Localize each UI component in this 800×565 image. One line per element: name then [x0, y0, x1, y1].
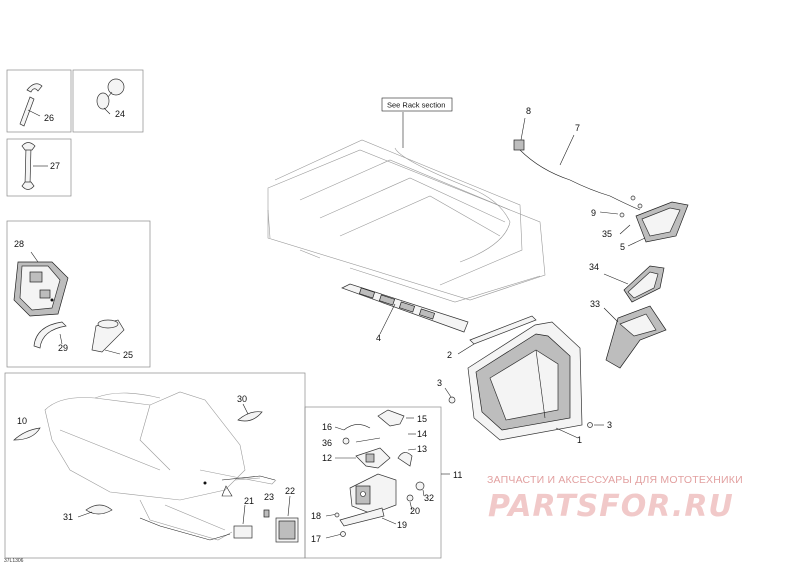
strap-icon [33, 321, 67, 349]
snowmobile-outline [44, 391, 277, 541]
callout-3: 3 [437, 378, 442, 388]
svg-text:See Rack section: See Rack section [387, 101, 445, 110]
taillight-icon [599, 195, 689, 247]
inset-box-reflector [72, 69, 144, 133]
callout-20: 20 [410, 506, 420, 516]
bumper-bracket-icon [603, 265, 667, 369]
inset-box-vehicle [4, 372, 306, 559]
spanner-wrench-icon [19, 83, 43, 127]
open-end-wrench-icon [21, 142, 48, 190]
watermark-tagline: ЗАПЧАСТИ И АКСЕССУАРЫ ДЛЯ МОТОТЕХНИКИ [487, 474, 743, 486]
callout-18: 18 [311, 511, 321, 521]
callout-25: 25 [123, 350, 133, 360]
callout-10: 10 [17, 416, 27, 426]
callout-27: 27 [50, 161, 60, 171]
callout-22: 22 [285, 486, 295, 496]
callout-4: 4 [376, 333, 381, 343]
callout-17: 17 [311, 534, 321, 544]
callout-33: 33 [590, 299, 600, 309]
watermark: ЗАПЧАСТИ И АКСЕССУАРЫ ДЛЯ МОТОТЕХНИКИ PA… [487, 474, 743, 524]
callout-29: 29 [58, 343, 68, 353]
inset-box-tool-kit [6, 220, 151, 368]
callout-11: 11 [453, 470, 462, 480]
callout-8: 8 [526, 106, 531, 116]
callout-1: 1 [577, 435, 582, 445]
callout-28: 28 [14, 239, 24, 249]
inset-box-hitch [304, 406, 442, 559]
callout-9: 9 [591, 208, 596, 218]
callout-13: 13 [417, 444, 427, 454]
callout-31: 31 [63, 512, 73, 522]
leader-lines [30, 251, 450, 525]
callout-36: 36 [322, 438, 332, 448]
wiring-cable-icon [513, 117, 641, 211]
round-reflector-icon [96, 78, 125, 115]
drawing-code: 37L1306 [4, 558, 24, 564]
callout-24: 24 [115, 109, 125, 119]
see-rack-section-note: See Rack section [381, 97, 453, 112]
callout-2: 2 [447, 350, 452, 360]
callout-19: 19 [397, 520, 407, 530]
callout-3: 3 [607, 420, 612, 430]
callout-32: 32 [424, 493, 434, 503]
callout-26: 26 [44, 113, 54, 123]
callout-34: 34 [589, 262, 599, 272]
callout-7: 7 [575, 123, 580, 133]
screw-icon [444, 387, 604, 428]
inset-box-open-wrench [6, 138, 72, 197]
callout-21: 21 [244, 496, 254, 506]
side-panel-icon [341, 283, 469, 333]
callout-12: 12 [322, 453, 332, 463]
callout-35: 35 [602, 229, 612, 239]
callout-labels: 1 2 3 3 4 5 7 8 9 10 11 12 13 14 15 16 1… [14, 106, 625, 544]
hitch-assembly-icon [325, 409, 425, 539]
callout-14: 14 [417, 429, 427, 439]
mounting-strip-icon [457, 315, 537, 355]
decal-icon [13, 403, 263, 518]
callout-16: 16 [322, 422, 332, 432]
callout-30: 30 [237, 394, 247, 404]
watermark-logo: PARTSFOR.RU [488, 489, 734, 524]
callout-5: 5 [620, 242, 625, 252]
reflector-plate-icon [233, 495, 299, 543]
rear-flap-icon [467, 321, 583, 441]
inset-box-wrench [6, 69, 72, 133]
canister-icon [91, 319, 125, 353]
tool-bag-icon [13, 261, 69, 317]
callout-15: 15 [417, 414, 427, 424]
rack-tunnel-outline [267, 139, 546, 303]
callout-23: 23 [264, 492, 274, 502]
